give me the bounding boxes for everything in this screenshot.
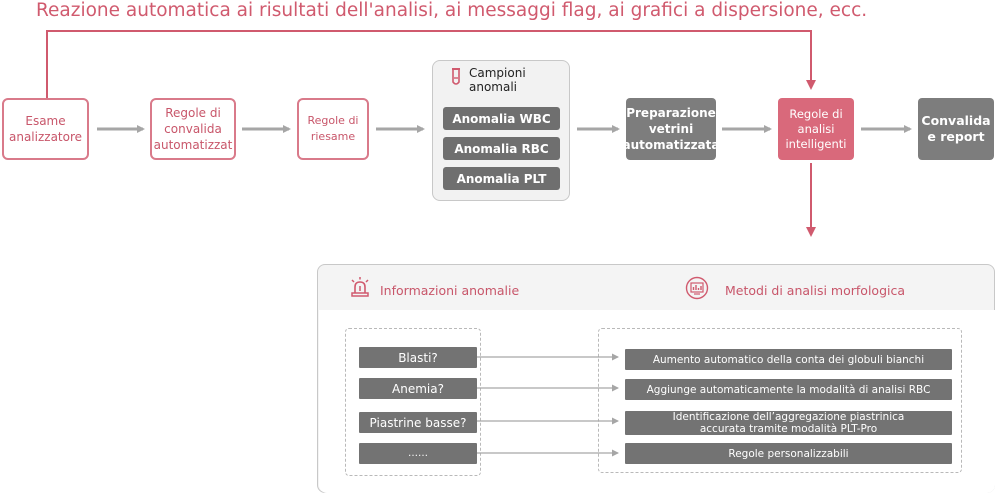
campioni-anomali-box: Campioni anomali Anomalia WBC Anomalia R… [432,60,570,201]
alarm-light-icon [349,276,371,302]
preparazione-line3: automatizzata [622,138,720,152]
method-item: Aumento automatico della conta dei globu… [625,349,952,370]
convalida-line2: e report [927,129,985,144]
regole-convalida-line1: Regole di [165,106,221,120]
question-item: Anemia? [359,378,477,399]
question-item: Piastrine basse? [359,412,477,433]
regole-convalida-line3: automatizzat [153,138,233,152]
method-item: Identificazione dell’aggregazione piastr… [625,411,952,435]
campioni-title: Campioni anomali [469,66,526,94]
preparazione-line1: Preparazione [626,106,716,120]
left-panel-title: Informazioni anomalie [380,283,520,298]
methods-group [598,328,962,473]
convalida-report-box: Convalida e report [918,98,994,160]
regole-analisi-line2: analisi [797,121,835,136]
method-item: Regole personalizzabili [625,443,952,464]
analysis-panel: Informazioni anomalie Metodi di analisi … [317,264,995,493]
preparazione-vetrini-box: Preparazione vetrini automatizzata [623,98,720,160]
convalida-line1: Convalida [921,113,991,128]
headline: Reazione automatica ai risultati dell'an… [36,0,868,21]
esame-analizzatore-box: Esame analizzatore [2,98,89,160]
regole-convalida-box: Regole di convalida automatizzat [150,98,236,160]
test-tube-icon [449,67,463,91]
regole-analisi-line1: Regole di [789,106,843,121]
preparazione-line2: vetrini [648,122,694,136]
sample-item-plt: Anomalia PLT [443,167,560,190]
regole-riesame-box: Regole di riesame [297,98,369,160]
regole-convalida-line2: convalida [164,122,222,136]
questions-group [345,328,481,476]
question-item: …… [359,443,477,464]
esame-line1: Esame [25,114,66,128]
sample-item-wbc: Anomalia WBC [443,107,560,130]
sample-item-rbc: Anomalia RBC [443,137,560,160]
regole-analisi-box: Regole di analisi intelligenti [778,98,854,160]
regole-riesame-line2: riesame [310,130,356,143]
regole-analisi-line3: intelligenti [785,136,847,151]
question-item: Blasti? [359,347,477,368]
right-panel-title: Metodi di analisi morfologica [725,283,906,298]
method-item: Aggiunge automaticamente la modalità di … [625,379,952,400]
feedback-loop-line [46,30,816,98]
chart-monitor-icon [685,276,709,304]
esame-line2: analizzatore [8,130,83,144]
regole-riesame-line1: Regole di [307,114,359,127]
